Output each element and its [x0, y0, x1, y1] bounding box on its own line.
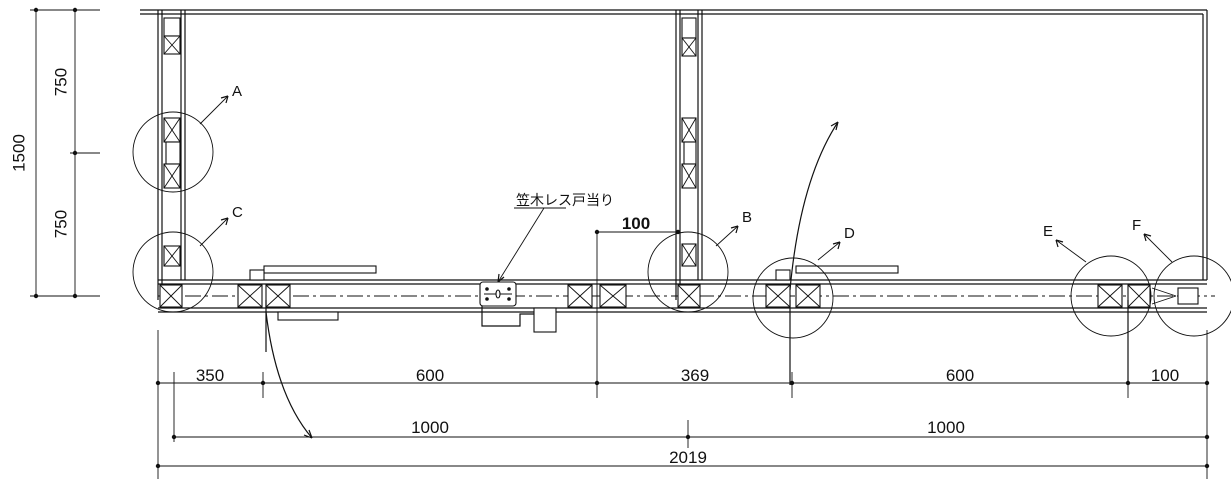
callout-e: E: [1043, 223, 1053, 240]
dim-1000-left: 1000: [411, 418, 449, 437]
middle-post: [675, 10, 703, 300]
dim-1000-right: 1000: [927, 418, 965, 437]
door-stop: [479, 281, 557, 333]
vertical-dimensions: [30, 7, 100, 299]
swing-arcs: [265, 121, 1129, 439]
dim-vertical-total: 1500: [9, 134, 28, 172]
callout-f: F: [1132, 217, 1141, 234]
track-blocks: [159, 284, 1199, 308]
door-handles: [249, 265, 899, 321]
dim-369: 369: [681, 366, 709, 385]
callout-b: B: [742, 209, 752, 226]
dim-vertical-lower: 750: [51, 210, 70, 238]
dim-100-offset: 100: [622, 214, 650, 233]
left-post: [157, 10, 186, 300]
dim-100-right: 100: [1151, 366, 1179, 385]
dim-vertical-upper: 750: [51, 68, 70, 96]
leaders: [199, 95, 1173, 283]
detail-circles: [132, 111, 1231, 339]
horizontal-dimensions: [155, 229, 1210, 479]
dim-350: 350: [196, 366, 224, 385]
dim-600-right: 600: [946, 366, 974, 385]
callout-d: D: [844, 225, 855, 242]
dim-600-left: 600: [416, 366, 444, 385]
callout-c: C: [232, 204, 243, 221]
door-stop-note: 笠木レス戸当り: [516, 192, 614, 208]
outer-frame: [140, 9, 1208, 280]
callout-a: A: [232, 83, 242, 100]
dim-overall: 2019: [669, 448, 707, 467]
